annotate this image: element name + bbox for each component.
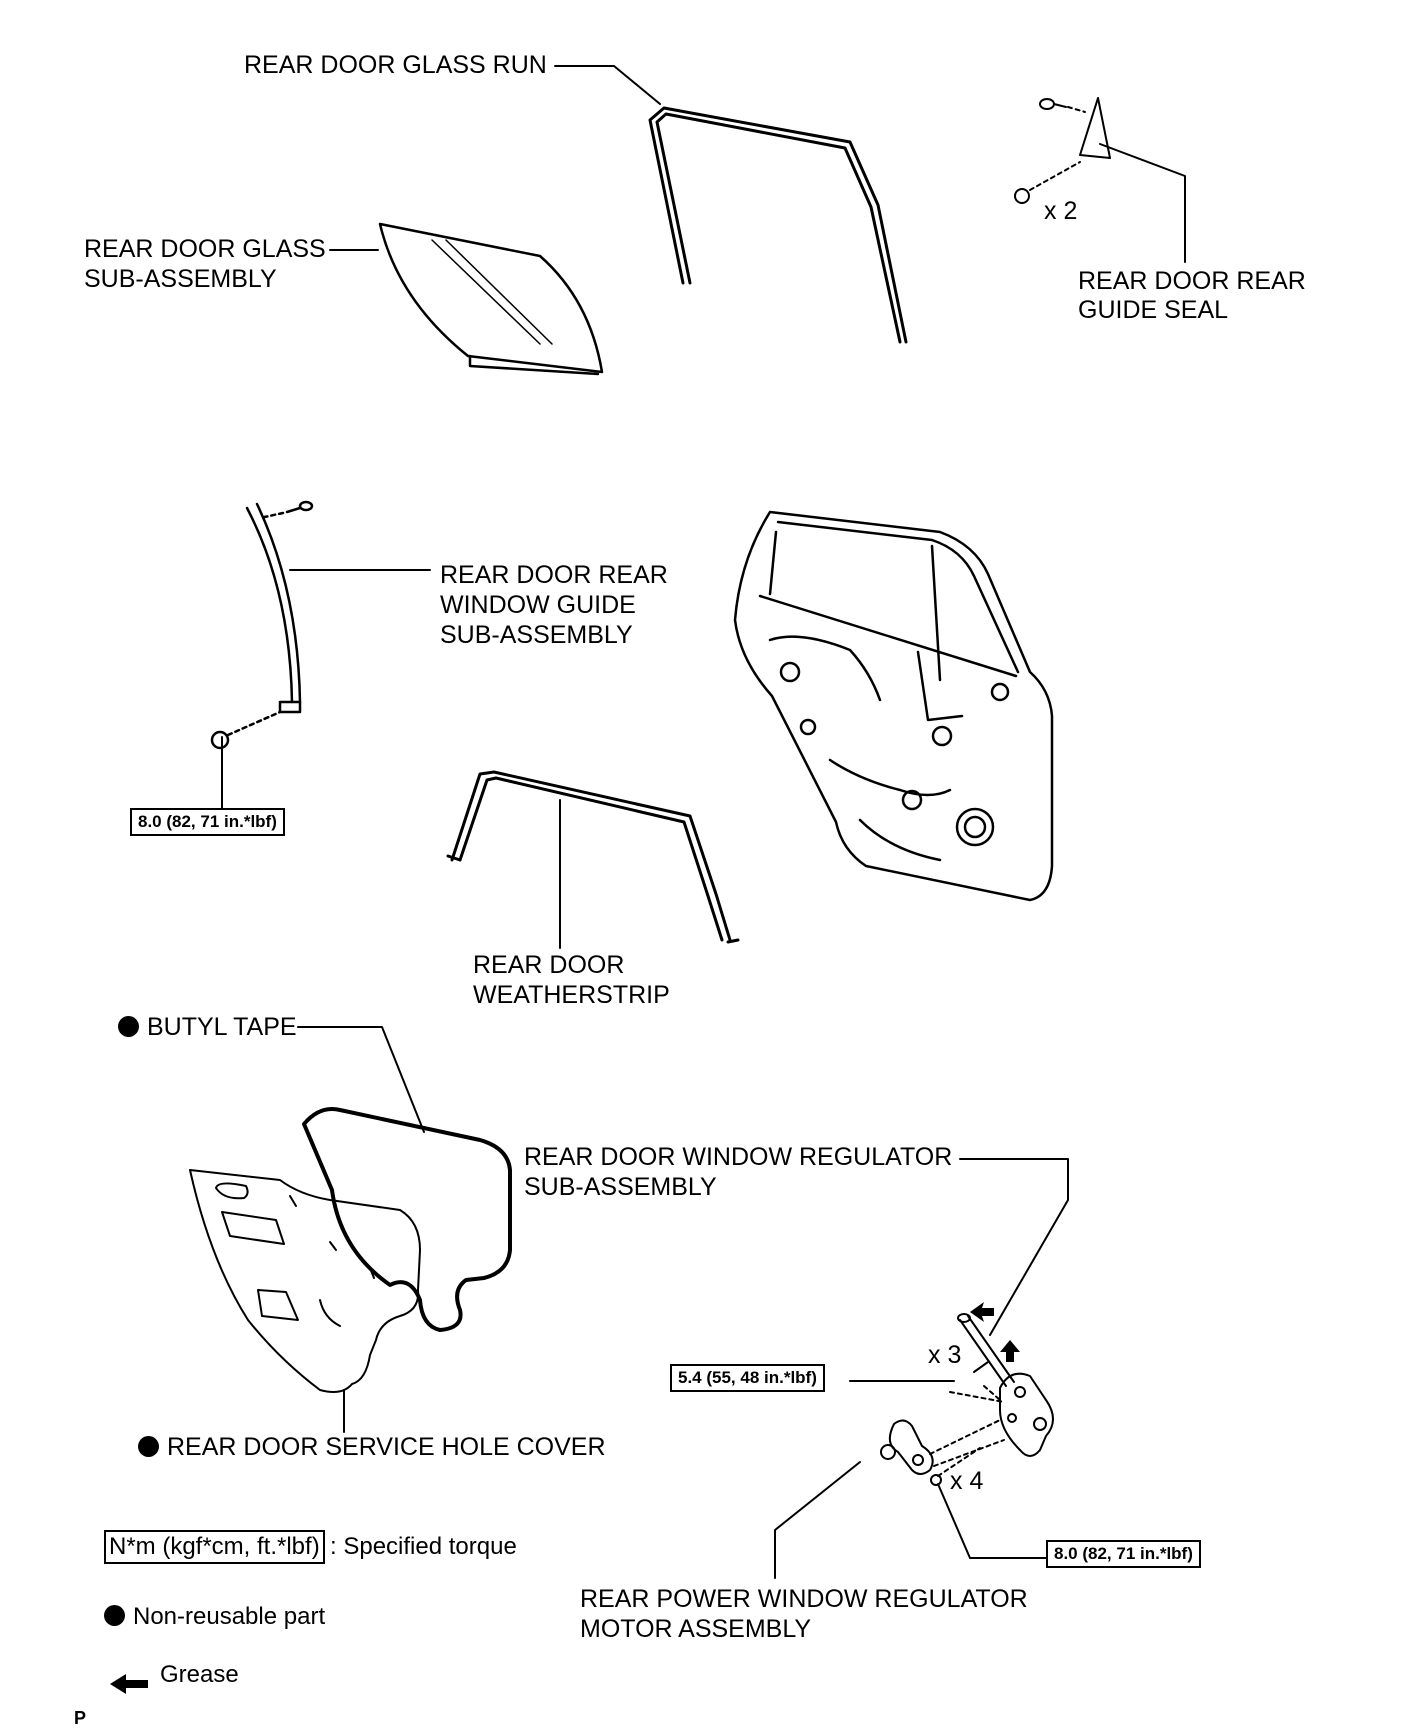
label-glass-sub-assembly-line2: SUB-ASSEMBLY: [84, 265, 277, 293]
non-reusable-dot-icon: [104, 1605, 125, 1626]
non-reusable-dot-icon: [118, 1016, 139, 1037]
guide-seal-part: [1014, 97, 1111, 204]
grease-arrow-markers: [970, 1302, 1020, 1362]
label-service-hole-cover: REAR DOOR SERVICE HOLE COVER: [138, 1432, 606, 1462]
butyl-tape-part: [302, 1107, 512, 1332]
grease-arrow-icon: [110, 1674, 148, 1694]
label-window-guide-line3: SUB-ASSEMBLY: [440, 621, 633, 649]
weatherstrip-part: [446, 770, 740, 944]
label-regulator-qty: x 3: [928, 1341, 962, 1369]
label-window-guide-line2: WINDOW GUIDE: [440, 591, 636, 619]
legend-non-reusable: Non-reusable part: [104, 1602, 325, 1632]
regulator-part: [949, 1313, 1054, 1457]
label-motor-line2: MOTOR ASSEMBLY: [580, 1615, 812, 1643]
non-reusable-dot-icon: [138, 1436, 159, 1457]
legend-torque-units: N*m (kgf*cm, ft.*lbf): [104, 1530, 325, 1564]
label-glass-run: REAR DOOR GLASS RUN: [244, 51, 547, 79]
footer-code: P: [74, 1708, 87, 1728]
label-guide-seal-line2: GUIDE SEAL: [1078, 296, 1229, 324]
torque-window-guide: 8.0 (82, 71 in.*lbf): [130, 808, 285, 836]
service-hole-cover-part: [189, 1169, 421, 1393]
label-guide-seal-qty: x 2: [1044, 197, 1078, 225]
label-guide-seal-line1: REAR DOOR REAR: [1078, 267, 1306, 295]
label-motor-line1: REAR POWER WINDOW REGULATOR: [580, 1585, 1028, 1613]
torque-motor: 8.0 (82, 71 in.*lbf): [1046, 1540, 1201, 1568]
label-motor-qty: x 4: [950, 1467, 984, 1495]
torque-regulator: 5.4 (55, 48 in.*lbf): [670, 1364, 825, 1392]
label-weatherstrip-line1: REAR DOOR: [473, 951, 625, 979]
label-butyl-tape-text: BUTYL TAPE: [147, 1013, 297, 1041]
regulator-motor-part: [880, 1419, 1005, 1486]
window-guide-part: [210, 500, 314, 750]
label-butyl-tape: BUTYL TAPE: [118, 1012, 297, 1042]
label-regulator-line1: REAR DOOR WINDOW REGULATOR: [524, 1143, 953, 1171]
rear-door-part: [733, 510, 1054, 902]
label-regulator-line2: SUB-ASSEMBLY: [524, 1173, 717, 1201]
legend-non-reusable-text: Non-reusable part: [133, 1603, 326, 1630]
leader-lines: [221, 65, 1186, 1579]
label-service-hole-cover-text: REAR DOOR SERVICE HOLE COVER: [167, 1433, 606, 1461]
label-weatherstrip-line2: WEATHERSTRIP: [473, 981, 670, 1009]
glass-run-part: [648, 106, 908, 344]
legend-grease-text: Grease: [160, 1661, 239, 1688]
label-glass-sub-assembly-line1: REAR DOOR GLASS: [84, 235, 326, 263]
glass-sub-assembly-part: [378, 222, 604, 376]
label-window-guide-line1: REAR DOOR REAR: [440, 561, 668, 589]
legend-torque-text: : Specified torque: [330, 1533, 517, 1560]
